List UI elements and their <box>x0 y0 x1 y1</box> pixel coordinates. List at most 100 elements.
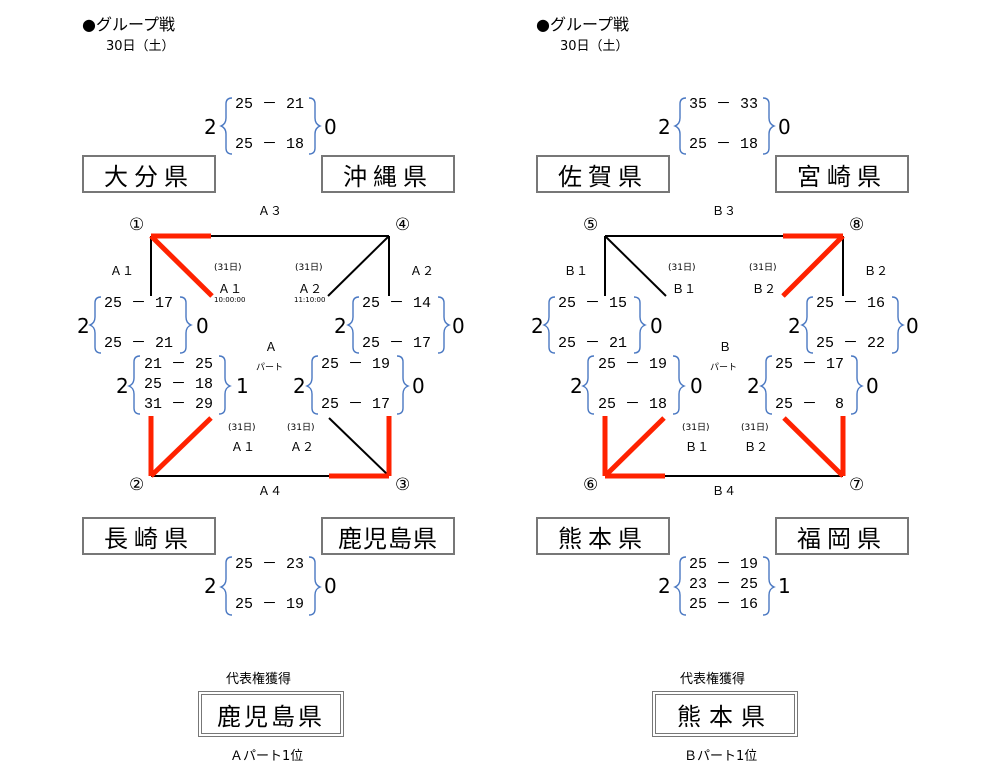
b-bottom-set3: 25 － 16 <box>689 596 759 613</box>
b-rep-label: 代表権獲得 <box>680 672 746 687</box>
b-right-set2: 25 － 22 <box>816 335 886 352</box>
b-dl-set1: 25 － 19 <box>598 356 668 373</box>
b-upper-day1: (31日) <box>668 263 696 273</box>
brace-a-dl-right <box>218 355 232 415</box>
team-kagoshima: 鹿児島県 <box>321 517 455 555</box>
b-dr-set2: 25 － 8 <box>775 396 845 413</box>
b-diag-line-5 <box>604 235 667 297</box>
a-diag-line-3 <box>328 417 390 477</box>
a-left-win: 2 <box>77 314 90 338</box>
b-bottom-set2: 23 － 25 <box>689 576 759 593</box>
brace-b-top-right <box>762 97 776 155</box>
brace-b-top-left <box>673 97 687 155</box>
a-upper-match2: Ａ２ <box>298 282 323 296</box>
b-label-bottom: Ｂ４ <box>712 484 737 498</box>
b-dl-set2: 25 － 18 <box>598 396 668 413</box>
team-miyazaki: 宮崎県 <box>775 155 909 193</box>
b-left-win: 2 <box>531 314 544 338</box>
team-kumamoto: 熊本県 <box>536 517 670 555</box>
a-node-4: ④ <box>395 215 411 235</box>
b-dr-set1: 25 － 17 <box>775 356 845 373</box>
group-a-win-lines <box>148 233 392 479</box>
a-left-lose: 0 <box>196 314 209 338</box>
brace-b-bottom-left <box>673 556 687 616</box>
b-upper-day2: (31日) <box>749 263 777 273</box>
a-dr-lose: 0 <box>412 374 425 398</box>
brace-b-dl-right <box>672 355 686 415</box>
b-part-letter: Ｂ <box>719 340 732 354</box>
a-upper-day2: (31日) <box>295 263 323 273</box>
group-b-heading: ●グループ戦 <box>536 15 630 34</box>
brace-a-top-right <box>308 97 322 155</box>
a-label-left: Ａ１ <box>110 264 135 278</box>
a-dr-set2: 25 － 17 <box>321 396 391 413</box>
brace-b-bottom-right <box>762 556 776 616</box>
team-okinawa: 沖縄県 <box>321 155 455 193</box>
a-part-letter: Ａ <box>265 340 278 354</box>
b-node-7: ⑦ <box>849 475 865 495</box>
b-right-set1: 25 － 16 <box>816 295 886 312</box>
b-lower-day2: (31日) <box>741 423 769 433</box>
a-dl-set3: 31 － 29 <box>144 396 214 413</box>
a-top-set2: 25 － 18 <box>235 136 305 153</box>
brace-a-right-left <box>346 296 360 354</box>
a-rep-label: 代表権獲得 <box>226 672 292 687</box>
a-label-right: Ａ２ <box>410 264 435 278</box>
a-bottom-win: 2 <box>204 574 217 598</box>
a-lower-day2: (31日) <box>287 423 315 433</box>
a-top-lose: 0 <box>324 115 337 139</box>
a-part-word: パート <box>256 363 284 373</box>
b-bottom-lose: 1 <box>778 574 791 598</box>
b-dr-win: 2 <box>747 374 760 398</box>
a-top-set1: 25 － 21 <box>235 96 305 113</box>
a-node-1: ① <box>129 215 145 235</box>
a-rank: Ａパート1位 <box>230 749 304 764</box>
b-dr-lose: 0 <box>866 374 879 398</box>
team-oita: 大分県 <box>82 155 216 193</box>
b-bottom-set1: 25 － 19 <box>689 556 759 573</box>
a-right-set1: 25 － 14 <box>362 295 432 312</box>
b-win-diag-7 <box>782 416 845 478</box>
b-rank: Ｂパート1位 <box>684 749 758 764</box>
b-lower-match1: Ｂ１ <box>685 440 710 454</box>
team-saga: 佐賀県 <box>536 155 670 193</box>
brace-a-dr-right <box>396 355 410 415</box>
brace-a-top-left <box>219 97 233 155</box>
a-right-lose: 0 <box>452 314 465 338</box>
brace-b-dr-left <box>759 355 773 415</box>
b-top-win: 2 <box>658 115 671 139</box>
b-label-top: Ｂ３ <box>712 204 737 218</box>
a-left-set1: 25 － 17 <box>104 295 174 312</box>
b-dl-win: 2 <box>570 374 583 398</box>
brace-a-dr-left <box>305 355 319 415</box>
brace-b-dr-right <box>850 355 864 415</box>
a-bottom-set2: 25 － 19 <box>235 596 305 613</box>
brace-a-bottom-right <box>308 556 322 616</box>
a-bottom-lose: 0 <box>324 574 337 598</box>
b-winner-box: 熊本県 <box>652 691 798 737</box>
a-lower-match2: Ａ２ <box>290 440 315 454</box>
b-node-6: ⑥ <box>583 475 599 495</box>
a-left-set2: 25 － 21 <box>104 335 174 352</box>
brace-b-left-right <box>633 296 647 354</box>
brace-b-right-left <box>800 296 814 354</box>
group-a-lines <box>150 235 390 477</box>
b-top-set1: 35 － 33 <box>689 96 759 113</box>
b-label-left: Ｂ１ <box>564 264 589 278</box>
a-winner-box: 鹿児島県 <box>198 691 344 737</box>
a-lower-day1: (31日) <box>228 423 256 433</box>
brace-b-right-right <box>891 296 905 354</box>
a-label-bottom: Ａ４ <box>258 484 283 498</box>
b-top-lose: 0 <box>778 115 791 139</box>
group-a-date: 30日（土） <box>106 39 175 54</box>
b-node-8: ⑧ <box>849 215 865 235</box>
a-node-3: ③ <box>395 475 411 495</box>
group-a-heading: ●グループ戦 <box>82 15 176 34</box>
b-lower-day1: (31日) <box>682 423 710 433</box>
a-right-win: 2 <box>334 314 347 338</box>
a-dl-lose: 1 <box>236 374 249 398</box>
b-lower-match2: Ｂ２ <box>744 440 769 454</box>
team-fukuoka: 福岡県 <box>775 517 909 555</box>
brace-a-bottom-left <box>219 556 233 616</box>
